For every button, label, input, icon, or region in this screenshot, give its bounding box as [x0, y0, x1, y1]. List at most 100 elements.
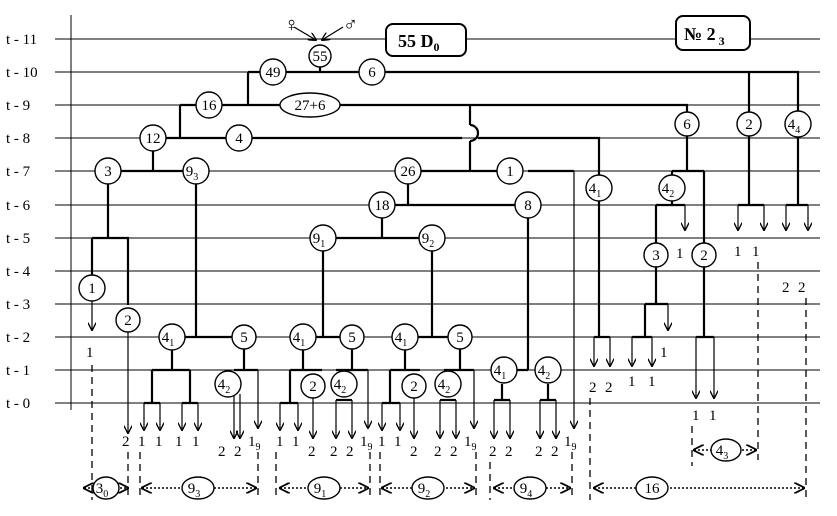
svg-text:1: 1	[506, 164, 514, 180]
leaf-label: 1	[378, 434, 386, 450]
svg-text:92: 92	[422, 231, 435, 250]
leaf-label: 2	[218, 444, 226, 460]
svg-text:16: 16	[202, 98, 218, 114]
svg-text:2: 2	[410, 379, 418, 395]
node-5-a: 5	[231, 324, 257, 350]
node-1: 1	[496, 157, 524, 185]
node-3: 3	[94, 157, 122, 185]
leaf-label: 1	[628, 374, 636, 390]
node-8: 8	[514, 191, 542, 219]
time-label: t - 9	[6, 98, 30, 114]
group-9-2: 92	[382, 476, 474, 500]
svg-text:5: 5	[456, 330, 464, 346]
svg-text:8: 8	[524, 198, 532, 214]
svg-text:3: 3	[104, 164, 112, 180]
node-4-1-right: 41	[585, 174, 613, 202]
node-4-4: 44	[784, 110, 812, 138]
node-2-left: 2	[115, 307, 141, 333]
svg-text:49: 49	[266, 65, 281, 81]
node-4-2-a: 42	[214, 370, 242, 398]
svg-text:6: 6	[683, 117, 691, 133]
svg-text:44: 44	[788, 117, 801, 136]
bottom-groups: 30 93 91 92 94 16 43	[84, 438, 804, 500]
node-49: 49	[259, 58, 287, 86]
dashed-lines	[91, 262, 807, 500]
svg-text:42: 42	[662, 181, 675, 200]
nodes: 55 49 6 16 27+6 12 4 6 2 44 3 93 26 1 41…	[78, 44, 812, 399]
leaf-label: 2	[434, 444, 442, 460]
time-label: t - 6	[6, 198, 31, 214]
node-16: 16	[195, 91, 223, 119]
svg-text:1: 1	[88, 281, 96, 297]
leaf-label: 1	[676, 246, 684, 262]
leaf-label: 2	[450, 444, 458, 460]
node-9-3: 93	[182, 157, 210, 185]
leaf-label: 19	[248, 434, 261, 453]
node-18: 18	[368, 191, 396, 219]
female-symbol: ♀	[284, 14, 299, 36]
svg-text:27+6: 27+6	[295, 98, 326, 114]
node-4-1-a: 41	[158, 323, 186, 351]
node-4-2-b: 42	[330, 370, 358, 398]
time-label: t - 4	[6, 264, 31, 280]
svg-text:5: 5	[348, 330, 356, 346]
node-4-2-right: 42	[658, 174, 686, 202]
leaf-label: 1	[276, 434, 284, 450]
leaf-label: 1	[138, 434, 146, 450]
svg-text:3: 3	[652, 248, 660, 264]
node-2-top: 2	[736, 111, 762, 137]
leaf-label: 1	[648, 374, 656, 390]
leaf-label: 1	[155, 434, 163, 450]
svg-text:18: 18	[375, 198, 390, 214]
leaf-label: 2	[798, 280, 806, 296]
time-label: t - 11	[6, 32, 37, 48]
node-27-6: 27+6	[279, 92, 341, 118]
group-3-0: 30	[84, 476, 128, 500]
svg-text:93: 93	[188, 481, 201, 500]
svg-text:5: 5	[240, 330, 248, 346]
leaf-label: 1	[752, 244, 760, 260]
leaf-label: 19	[464, 434, 477, 453]
time-label: t - 5	[6, 231, 30, 247]
group-4-3: 43	[694, 438, 756, 462]
number-box	[675, 15, 751, 51]
node-1-left: 1	[78, 274, 106, 302]
svg-text:55: 55	[313, 49, 328, 65]
svg-text:41: 41	[589, 181, 602, 200]
time-label: t - 10	[6, 65, 38, 81]
svg-text:41: 41	[395, 330, 408, 349]
leaf-label: 2	[308, 444, 316, 460]
node-4-2-c: 42	[434, 370, 462, 398]
svg-text:41: 41	[162, 330, 175, 349]
leaf-label: 1	[192, 434, 200, 450]
leaf-label: 2	[551, 444, 559, 460]
svg-text:42: 42	[334, 377, 347, 396]
svg-text:41: 41	[494, 363, 507, 382]
leaf-label: 2	[346, 444, 354, 460]
node-9-1: 91	[309, 224, 337, 252]
leaf-label: 2	[410, 444, 418, 460]
leaf-label: 2	[782, 280, 790, 296]
leaf-label: 2	[589, 380, 597, 396]
svg-text:43: 43	[716, 443, 729, 462]
svg-text:42: 42	[218, 377, 231, 396]
node-6: 6	[358, 58, 386, 86]
leaf-label: 1	[734, 244, 742, 260]
node-4-2-d: 42	[534, 356, 562, 384]
group-16: 16	[594, 476, 804, 500]
node-26: 26	[394, 157, 422, 185]
leaf-label: 2	[489, 444, 497, 460]
svg-text:42: 42	[538, 363, 551, 382]
leaf-label: 19	[360, 434, 373, 453]
svg-text:93: 93	[186, 164, 199, 183]
leaf-label: 1	[175, 434, 183, 450]
svg-text:2: 2	[124, 313, 132, 329]
node-4: 4	[225, 124, 253, 152]
title-box	[385, 23, 467, 57]
leaf-label: 2	[330, 444, 338, 460]
leaf-label: 2	[122, 434, 130, 450]
svg-text:41: 41	[293, 330, 306, 349]
leaf-label: 1	[394, 434, 402, 450]
node-2-m2: 2	[401, 373, 427, 399]
node-4-1-b: 41	[289, 323, 317, 351]
